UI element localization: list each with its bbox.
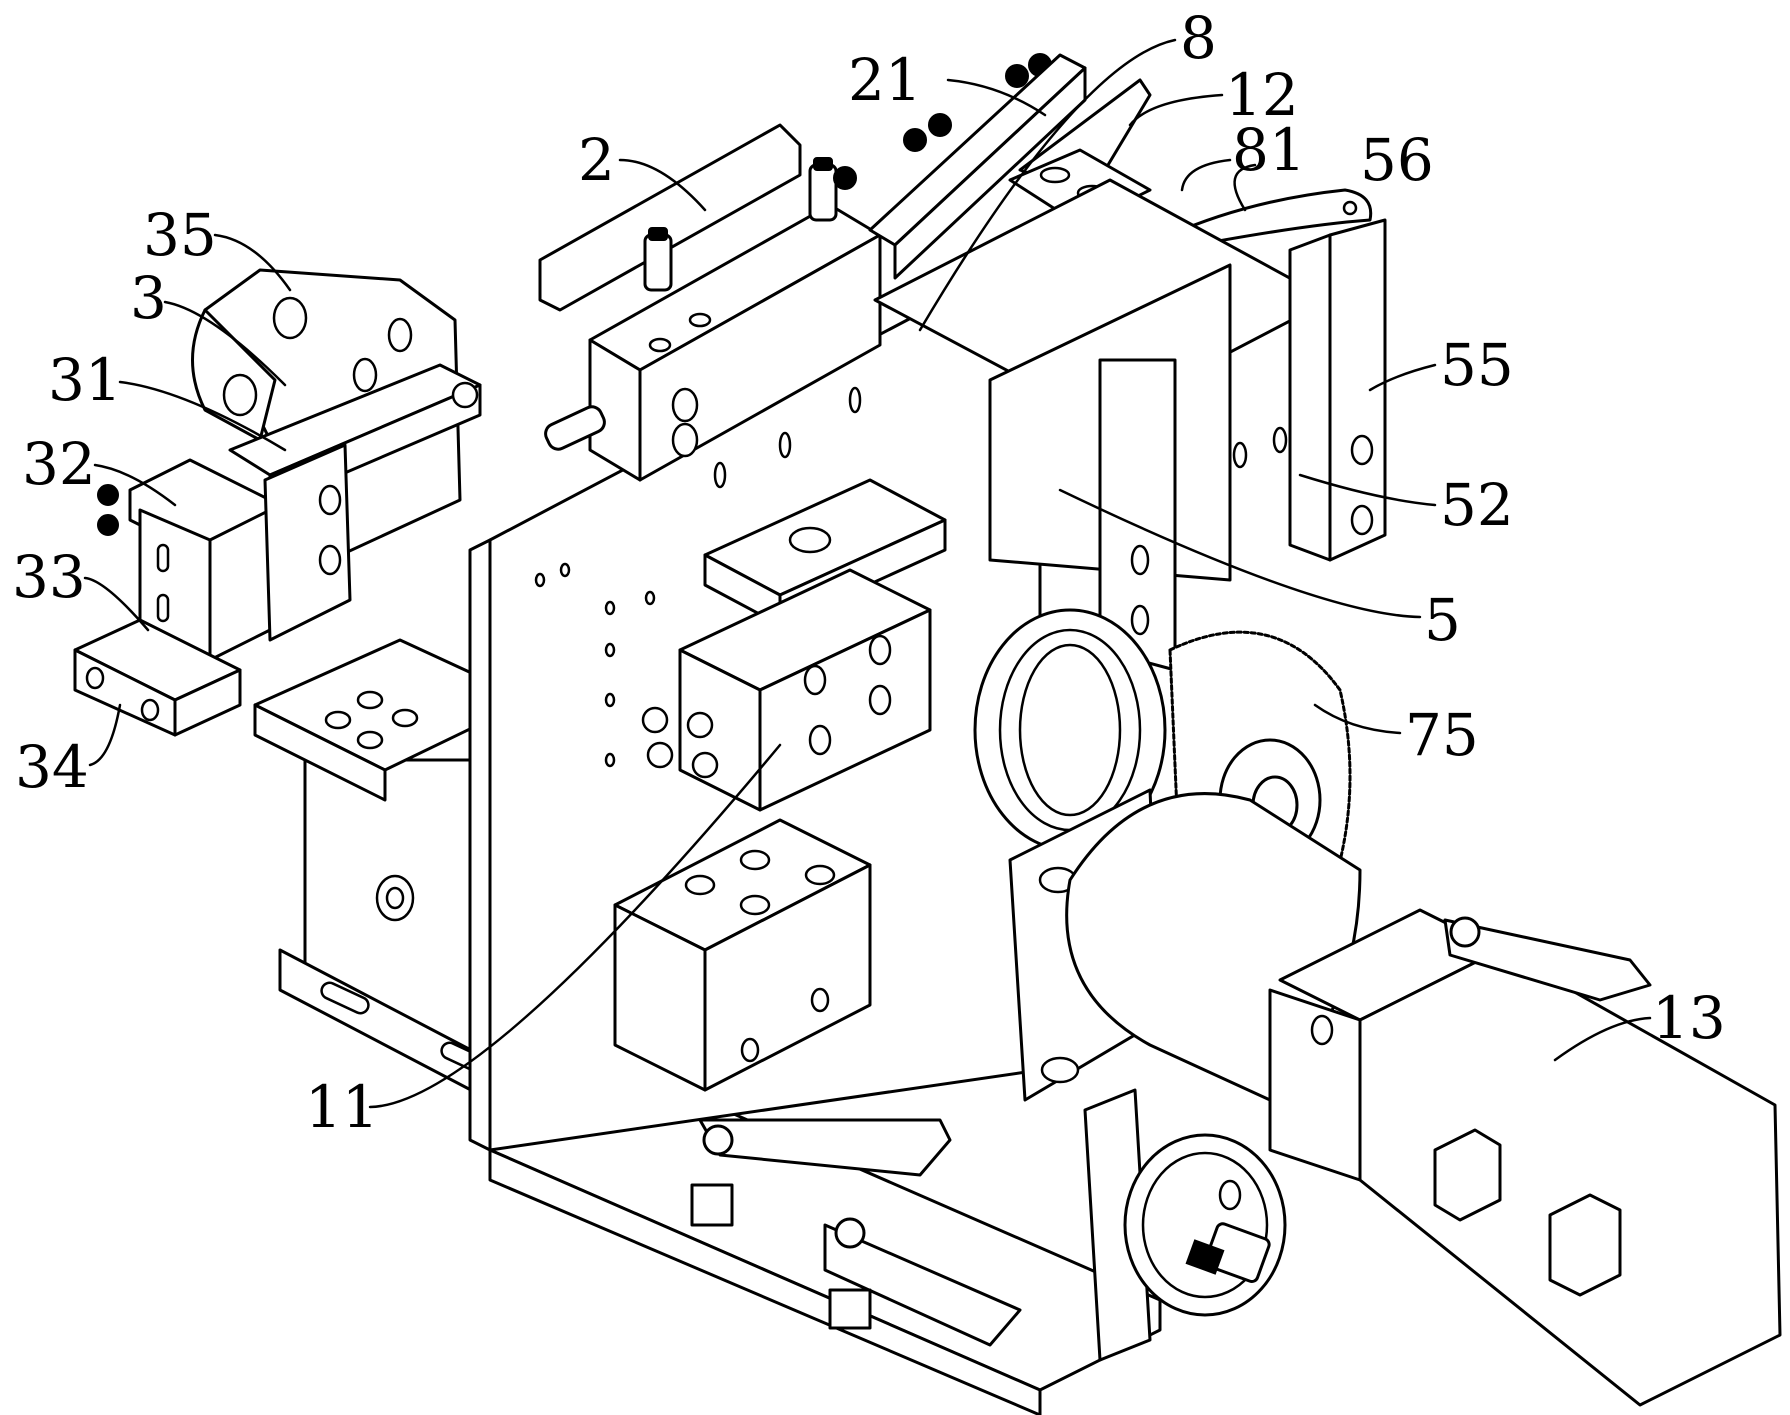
left-housing xyxy=(278,758,492,1102)
leader-52 xyxy=(1298,473,1437,507)
leader-31 xyxy=(118,380,287,452)
leader-81 xyxy=(1180,158,1232,192)
leader-3 xyxy=(163,300,287,387)
leader-12 xyxy=(1128,93,1224,127)
leader-8 xyxy=(918,38,1177,332)
label-55: 55 xyxy=(1440,331,1514,399)
hex-nuts xyxy=(833,53,1052,190)
label-13: 13 xyxy=(1652,984,1726,1052)
leader-21 xyxy=(946,78,1047,117)
label-21: 21 xyxy=(848,46,922,114)
label-56: 56 xyxy=(1360,126,1434,194)
pointer-assembly xyxy=(1008,78,1373,362)
upper-rail xyxy=(868,53,1087,280)
center-slider-block xyxy=(641,478,947,812)
leader-lines xyxy=(83,38,1652,1109)
upper-frame xyxy=(873,178,1387,672)
leader-5 xyxy=(1058,488,1422,619)
label-12: 12 xyxy=(1225,61,1299,129)
plate-holes xyxy=(534,386,862,768)
valve-block-assembly xyxy=(538,53,1052,482)
label-52: 52 xyxy=(1440,471,1514,539)
handwheel xyxy=(1083,1088,1287,1362)
label-33: 33 xyxy=(12,543,86,611)
label-2: 2 xyxy=(578,126,615,194)
leader-2 xyxy=(618,158,707,212)
label-5: 5 xyxy=(1424,586,1461,654)
leader-56 xyxy=(1233,163,1257,212)
label-3: 3 xyxy=(130,264,167,332)
lower-center-block xyxy=(613,818,872,1092)
reference-labels: 21 8 12 2 81 56 35 3 31 55 32 52 33 5 75… xyxy=(12,4,1726,1141)
label-11: 11 xyxy=(305,1073,379,1141)
air-fittings xyxy=(544,157,838,451)
label-8: 8 xyxy=(1180,4,1217,72)
leader-32 xyxy=(93,463,177,507)
clamp-handles xyxy=(690,916,1652,1347)
label-32: 32 xyxy=(22,430,96,498)
label-81: 81 xyxy=(1232,116,1306,184)
label-75: 75 xyxy=(1405,701,1479,769)
label-35: 35 xyxy=(143,201,217,269)
label-34: 34 xyxy=(15,733,89,801)
label-31: 31 xyxy=(48,346,122,414)
leader-13 xyxy=(1553,1016,1652,1062)
leader-35 xyxy=(213,233,292,292)
leader-34 xyxy=(88,703,122,767)
gripper-assembly xyxy=(73,443,352,737)
leader-55 xyxy=(1368,363,1437,392)
motor xyxy=(1008,788,1782,1407)
leader-75 xyxy=(1313,703,1402,735)
leader-33 xyxy=(83,576,150,632)
leader-11 xyxy=(368,743,782,1109)
